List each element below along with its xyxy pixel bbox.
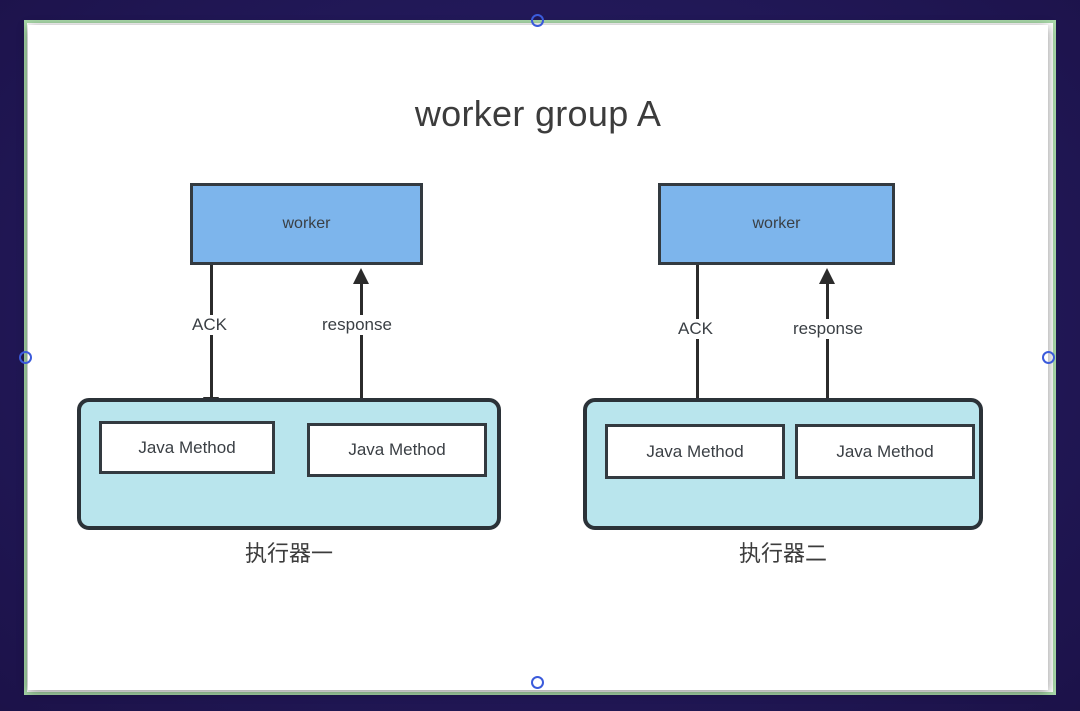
executor-caption-left: 执行器一	[244, 541, 333, 566]
arrow-label-ack-left: ACK	[188, 315, 231, 335]
java-method-box-right-2[interactable]: Java Method	[795, 424, 975, 479]
java-method-box-left-1[interactable]: Java Method	[99, 421, 275, 474]
java-method-label-right-2: Java Method	[836, 441, 934, 461]
java-method-label-left-1: Java Method	[138, 437, 236, 457]
executor-caption-right: 执行器二	[738, 541, 827, 566]
arrow-head-response-right	[819, 268, 835, 284]
worker-box-left[interactable]: worker	[190, 183, 423, 265]
executor-box-right[interactable]: Java Method Java Method	[583, 398, 983, 530]
java-method-box-right-1[interactable]: Java Method	[605, 424, 785, 479]
diagram-title: worker group A	[414, 93, 662, 134]
arrow-head-response-left	[353, 268, 369, 284]
selection-handle-right[interactable]	[1042, 351, 1055, 364]
arrow-label-response-right: response	[789, 319, 867, 339]
arrow-label-ack-right: ACK	[674, 319, 717, 339]
selection-handle-top[interactable]	[531, 14, 544, 27]
java-method-box-left-2[interactable]: Java Method	[307, 423, 487, 477]
worker-box-right-label: worker	[752, 215, 801, 232]
canvas-sheet[interactable]: worker group A worker ACK response Java …	[28, 25, 1048, 690]
arrow-label-response-left: response	[318, 315, 396, 335]
selection-handle-left[interactable]	[19, 351, 32, 364]
java-method-label-right-1: Java Method	[646, 441, 744, 461]
executor-box-left[interactable]: Java Method Java Method	[77, 398, 501, 530]
diagram-canvas: worker group A worker ACK response Java …	[28, 25, 1048, 690]
java-method-label-left-2: Java Method	[348, 440, 446, 459]
arrow-line-ack-right	[696, 265, 699, 415]
selection-handle-bottom[interactable]	[531, 676, 544, 689]
worker-box-left-label: worker	[282, 215, 331, 232]
arrow-line-response-right	[826, 283, 829, 415]
worker-box-right[interactable]: worker	[658, 183, 895, 265]
arrow-line-response-left	[360, 283, 363, 413]
arrow-line-ack-left	[210, 265, 213, 413]
